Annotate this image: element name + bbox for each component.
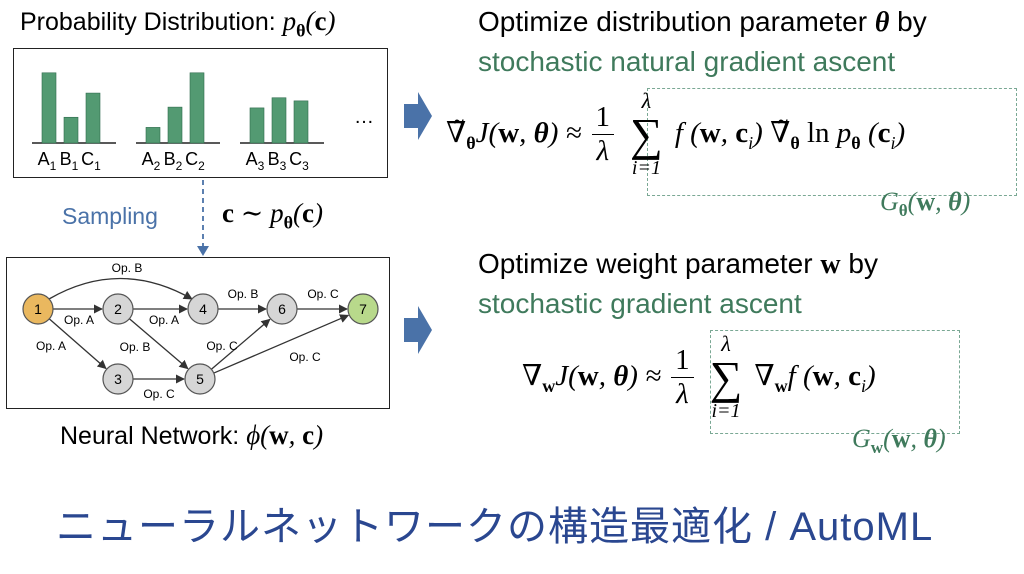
weight-equation-rhs: ∇wf (w, ci) xyxy=(754,359,876,396)
bar-c2 xyxy=(189,72,205,144)
edge-label-6-7: Op. C xyxy=(307,287,339,301)
sampling-formula: c ∼ pθ(c) xyxy=(222,198,323,233)
weight-heading-text: Optimize weight parameter xyxy=(478,248,813,279)
theta-heading-text: Optimize distribution parameter xyxy=(478,6,868,37)
theta-equation-rhs: f (w, ci) ∇̃θ ln pθ (ci) xyxy=(674,116,906,153)
weight-heading-symbol: w xyxy=(820,249,841,280)
edge-1-3 xyxy=(48,318,107,370)
bar-b3 xyxy=(271,97,287,144)
node-2 xyxy=(102,293,134,325)
weight-estimator: Gw(w, θ) xyxy=(852,424,946,458)
theta-estimator-box xyxy=(647,88,1017,196)
edge-label-5-6: Op. C xyxy=(206,339,238,353)
edge-5-6 xyxy=(210,318,271,370)
edge-label-1-3: Op. A xyxy=(36,339,66,353)
weight-sum: λ∑i=1 xyxy=(709,331,743,422)
node-label-2: 2 xyxy=(114,301,122,317)
block-arrow-weight xyxy=(404,306,432,354)
node-label-5: 5 xyxy=(196,371,204,387)
network-graph: Op. B Op. A Op. A Op. A Op. B Op. C Op. B Op. C… xyxy=(22,261,379,401)
node-label-6: 6 xyxy=(278,301,286,317)
edge-label-2-5: Op. B xyxy=(120,340,151,354)
node-label-3: 3 xyxy=(114,371,122,387)
edge-label-1-4: Op. B xyxy=(112,261,143,275)
theta-heading-symbol: θ xyxy=(874,7,890,38)
node-3 xyxy=(102,363,134,395)
edge-5-7 xyxy=(213,314,350,374)
node-label-4: 4 xyxy=(199,301,207,317)
theta-heading: Optimize distribution parameter θ by xyxy=(478,6,927,39)
weight-equation-lhs: ∇wJ(w, θ) ≈ xyxy=(522,359,662,396)
node-label-7: 7 xyxy=(359,301,367,317)
theta-method: stochastic natural gradient ascent xyxy=(478,46,896,77)
edge-label-1-2: Op. A xyxy=(64,313,94,327)
edge-1-4 xyxy=(48,277,193,300)
edge-label-4-6: Op. B xyxy=(228,287,259,301)
node-6 xyxy=(266,293,298,325)
edge-label-5-7: Op. C xyxy=(289,350,321,364)
edge-label-3-5: Op. C xyxy=(143,387,175,401)
theta-heading-suffix: by xyxy=(897,6,927,37)
bar-a2 xyxy=(145,127,161,144)
theta-estimator: Gθ(w, θ) xyxy=(880,187,971,221)
theta-equation-lhs: ∇̃θJ(w, θ) ≈ xyxy=(446,116,582,153)
node-4 xyxy=(187,293,219,325)
footer-title: ニューラルネットワークの構造最適化 / AutoML xyxy=(56,505,934,549)
sampling-label: Sampling xyxy=(62,203,158,229)
edge-label-2-4: Op. A xyxy=(149,313,179,327)
bar-a1 xyxy=(41,72,57,144)
bar-b1 xyxy=(63,116,79,144)
theta-sum: λ∑i=1 xyxy=(630,88,663,179)
node-label-1: 1 xyxy=(34,301,42,317)
bar-b2 xyxy=(167,106,183,144)
weight-heading-suffix: by xyxy=(848,248,878,279)
distribution-ellipsis: … xyxy=(354,106,374,128)
weight-estimator-box xyxy=(710,330,960,434)
node-7 xyxy=(347,293,379,325)
weight-heading: Optimize weight parameter w by xyxy=(478,248,878,281)
distribution-formula: pθ(c) xyxy=(282,6,336,41)
sampling-arrow xyxy=(197,180,209,256)
network-formula: ϕ(w, c) xyxy=(246,420,324,450)
weight-method: stochastic gradient ascent xyxy=(478,288,802,319)
bar-c1 xyxy=(85,92,101,144)
bar-a3 xyxy=(249,107,265,144)
block-arrow-theta xyxy=(404,92,432,140)
node-1 xyxy=(22,293,54,325)
distribution-title: Probability Distribution: pθ(c) xyxy=(20,6,336,41)
bar-c3 xyxy=(293,100,309,144)
node-5 xyxy=(184,363,216,395)
network-title: Neural Network: ϕ(w, c) xyxy=(60,420,323,451)
network-box: Op. B Op. A Op. A Op. A Op. B Op. C Op. B Op. C… xyxy=(6,257,390,409)
network-title-text: Neural Network: xyxy=(60,422,240,450)
distribution-title-text: Probability Distribution: xyxy=(20,8,276,36)
edge-2-5 xyxy=(128,318,189,370)
